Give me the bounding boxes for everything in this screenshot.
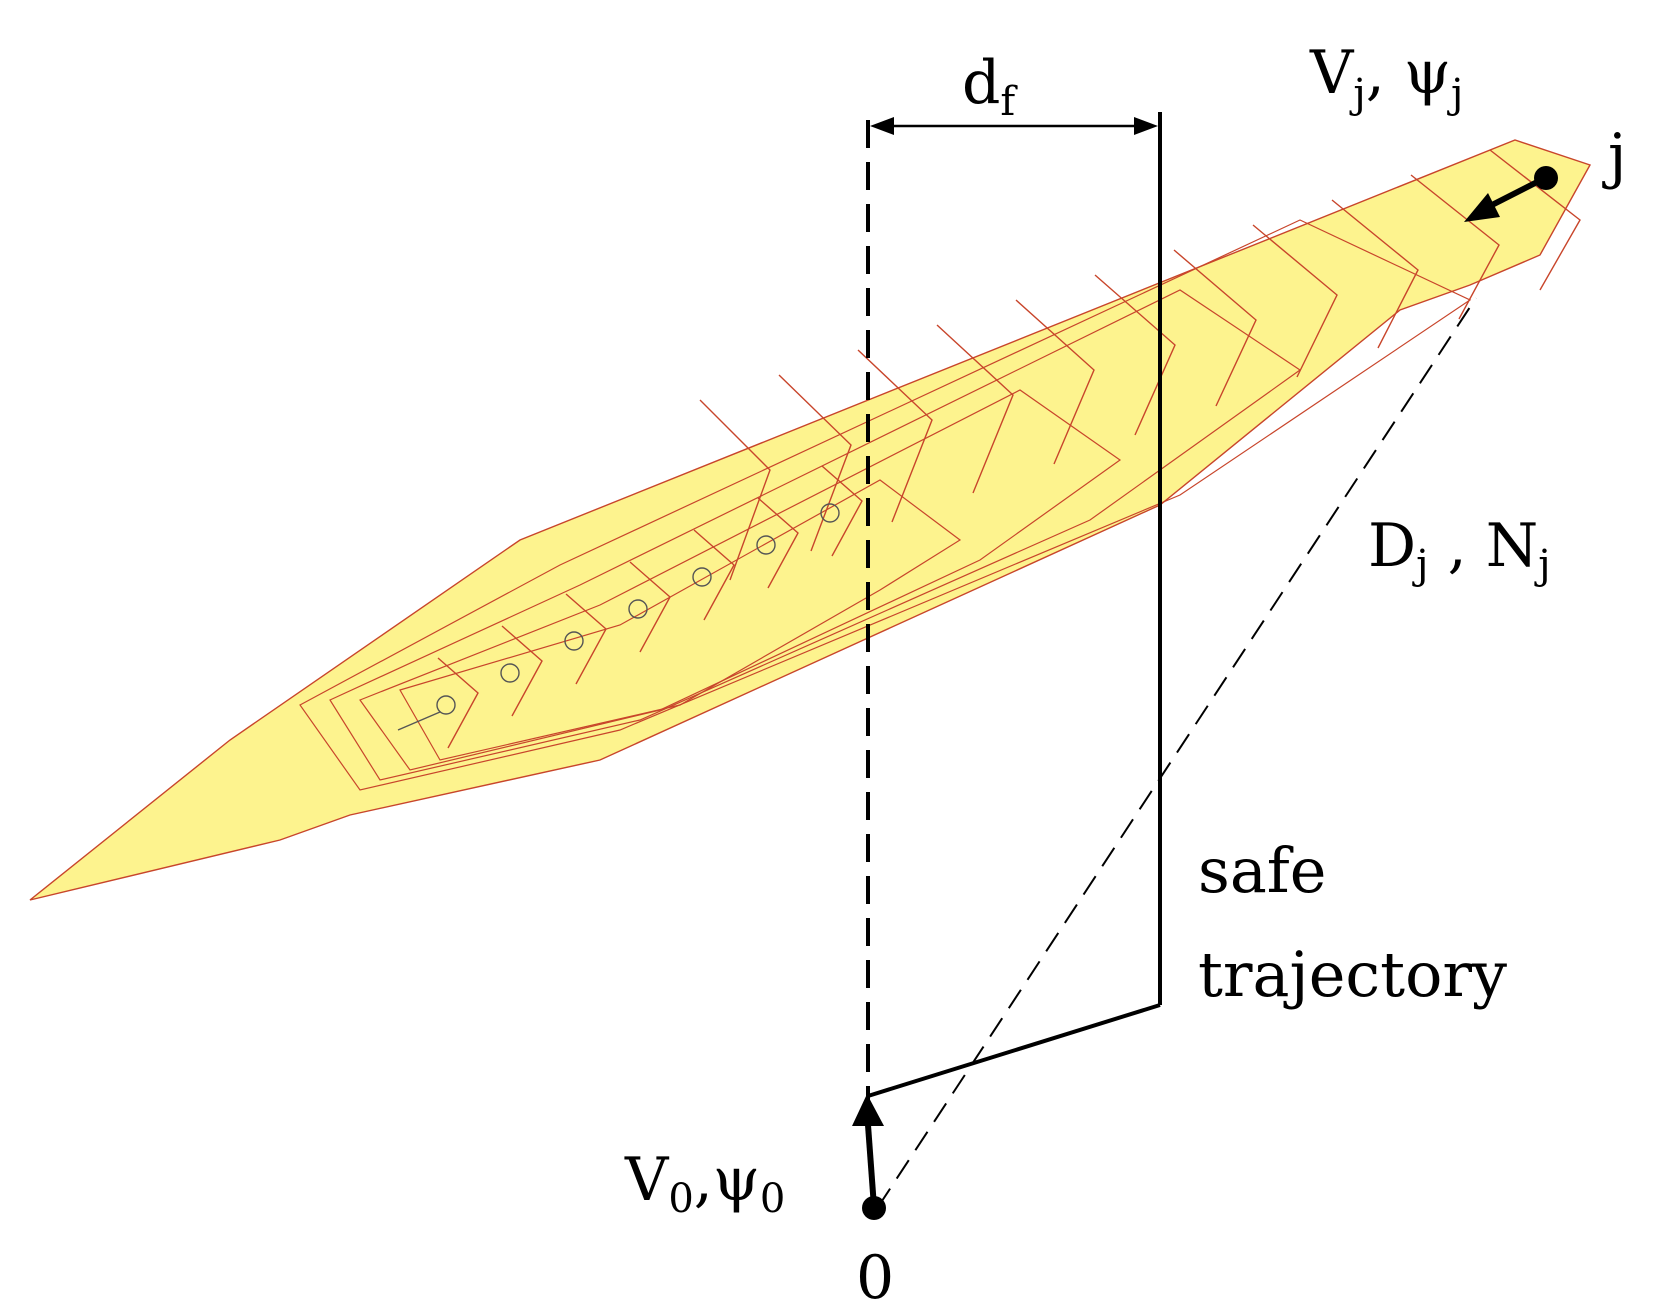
chevron-line <box>693 529 735 621</box>
marker-circle <box>564 631 584 651</box>
chevron-line <box>1015 299 1095 465</box>
target-position-dot <box>1534 166 1558 190</box>
chevron-line <box>437 657 479 749</box>
hazard-region <box>29 139 1592 901</box>
chevron-line <box>1173 249 1257 407</box>
hazard-chevrons-inner <box>437 465 863 749</box>
marker-circle <box>692 567 712 587</box>
hazard-outline <box>29 139 1592 901</box>
relative-line-dashed <box>877 297 1477 1208</box>
hazard-layer <box>359 389 1122 771</box>
chevron-line <box>1410 174 1500 320</box>
chevron-line <box>757 497 799 589</box>
marker-circle <box>436 695 456 715</box>
safe-label-line1: safe <box>1198 834 1326 907</box>
marker-circle <box>820 503 840 523</box>
chevron-line <box>699 399 771 581</box>
hazard-chevrons-outer <box>699 149 1581 581</box>
df-dimension-arrow <box>870 117 1158 135</box>
safe-trajectory-path <box>867 1003 1161 1098</box>
marker-leader-line <box>397 711 441 731</box>
chevron-line <box>1094 274 1176 436</box>
dj-nj-label: Dj , Nj <box>1368 511 1551 588</box>
chevron-line <box>821 465 863 557</box>
chevron-line <box>1489 149 1581 291</box>
chevron-line <box>565 593 607 685</box>
hazard-layer <box>399 479 962 761</box>
own-id-label: 0 <box>856 1243 894 1313</box>
target-id-label: j <box>1602 121 1627 191</box>
marker-circle <box>756 535 776 555</box>
own-velocity-vector <box>852 1094 884 1208</box>
chevron-line <box>1252 224 1338 378</box>
marker-circle <box>628 599 648 619</box>
chevron-line <box>629 561 671 653</box>
chevron-line <box>857 349 933 523</box>
chevron-line <box>1331 199 1419 349</box>
marker-circle <box>500 663 520 683</box>
vj-psij-label: Vj, ψj <box>1309 38 1463 117</box>
v0-psi0-label: V0,ψ0 <box>624 1145 785 1222</box>
hazard-layer <box>329 289 1302 781</box>
hazard-markers <box>397 503 840 731</box>
chevron-line <box>936 324 1014 494</box>
hazard-layer <box>299 219 1472 791</box>
df-label: df <box>962 48 1018 125</box>
chevron-line <box>778 374 852 552</box>
safe-label-line2: trajectory <box>1198 938 1507 1011</box>
own-position-dot <box>862 1196 886 1220</box>
chevron-line <box>501 625 543 717</box>
